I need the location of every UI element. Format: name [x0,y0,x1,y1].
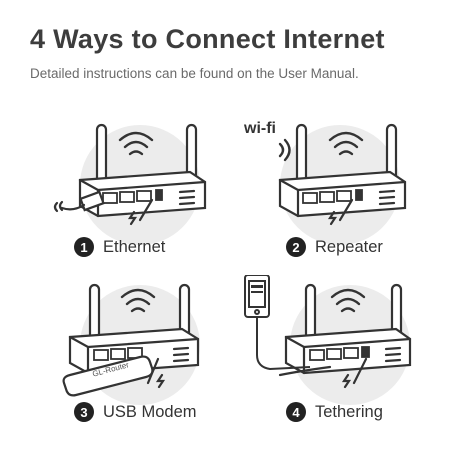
method-number-badge: 2 [286,237,306,257]
method-caption-4: 4 Tethering [286,402,383,422]
router-repeater-illustration [278,123,407,245]
router-usb-modem-illustration [62,283,200,405]
page-subtitle: Detailed instructions can be found on th… [30,66,359,81]
ethernet-cable-icon [53,190,105,213]
smartphone-icon [244,275,311,371]
method-number-badge: 3 [74,402,94,422]
wifi-text: wi-fi [244,120,276,137]
power-plug-icon [127,198,154,226]
panel-ethernet: 1 Ethernet [40,110,240,280]
method-label: Repeater [315,237,383,256]
panel-tethering: 4 Tethering [240,275,440,445]
usb-modem-icon [62,355,154,397]
panel-usb-modem: GL-Router 3 USB Modem [40,275,240,445]
router-tethering-illustration [244,275,412,405]
method-number-badge: 4 [286,402,306,422]
wifi-signal-icon [278,131,364,162]
method-label: Tethering [315,402,383,421]
method-caption-3: 3 USB Modem [74,402,197,422]
wifi-signal-icon [120,288,156,313]
method-caption-2: 2 Repeater [286,237,383,257]
power-plug-icon [327,198,354,226]
wifi-signal-icon [330,288,366,313]
power-plug-icon [278,357,368,389]
router-ethernet-illustration [53,123,207,245]
page-title: 4 Ways to Connect Internet [30,24,385,54]
method-number-badge: 1 [74,237,94,257]
power-plug-icon [146,357,166,389]
method-label: Ethernet [103,237,166,256]
method-label: USB Modem [103,402,197,421]
panel-repeater: wi-fi 2 Repeater [240,110,440,280]
method-caption-1: 1 Ethernet [74,237,165,257]
wifi-signal-icon [118,131,154,156]
